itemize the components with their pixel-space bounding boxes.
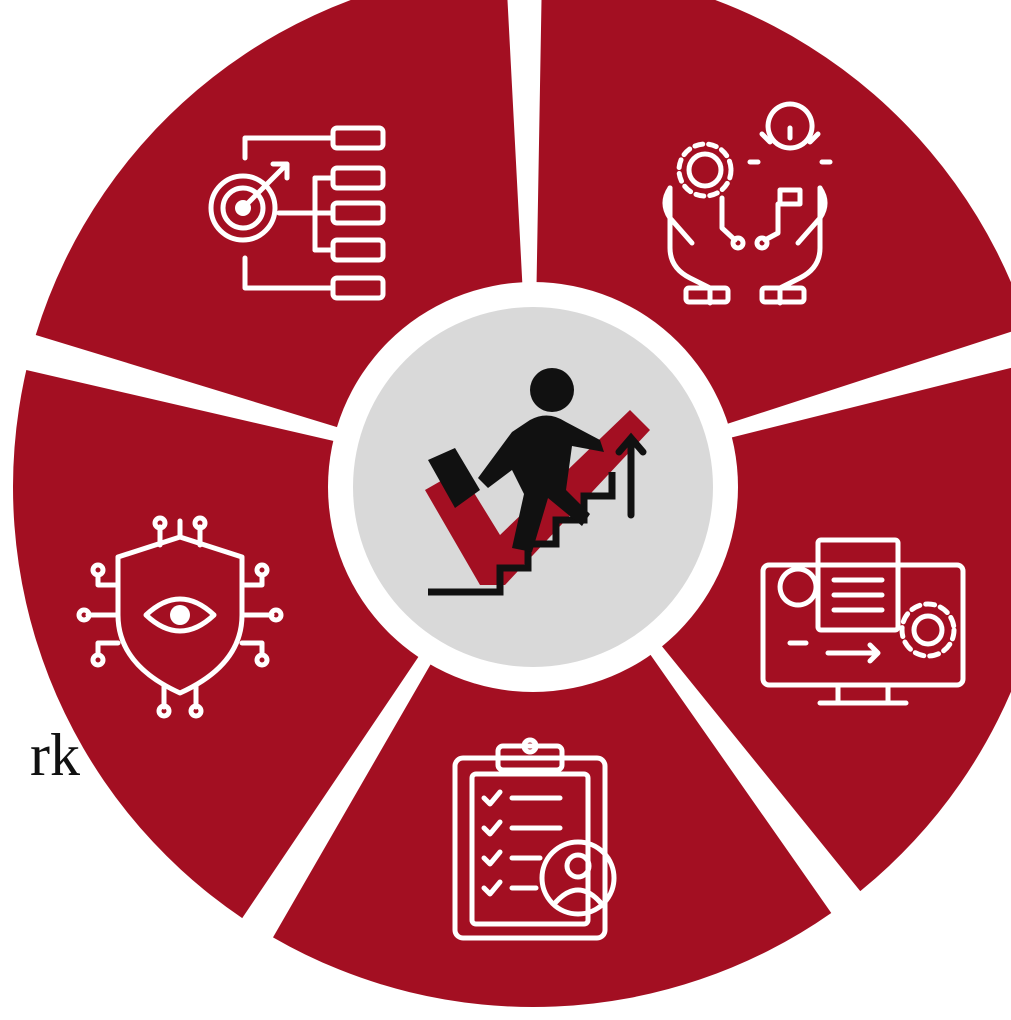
shield-eye-circuit-icon — [76, 515, 284, 719]
checkmark-icon — [425, 410, 650, 585]
arrow-up-icon — [615, 432, 647, 519]
segment-right — [273, 609, 832, 1007]
edge-text-fragment: rk — [30, 722, 80, 788]
target-goals-icon — [208, 125, 386, 301]
person-figure-icon — [428, 368, 604, 552]
stairs-icon — [428, 472, 616, 596]
clipboard-checklist-user-icon — [452, 737, 617, 941]
hands-gear-idea-icon — [662, 101, 833, 306]
monitor-idea-process-icon — [760, 537, 966, 706]
climbing-stairs-success-icon — [425, 368, 650, 596]
